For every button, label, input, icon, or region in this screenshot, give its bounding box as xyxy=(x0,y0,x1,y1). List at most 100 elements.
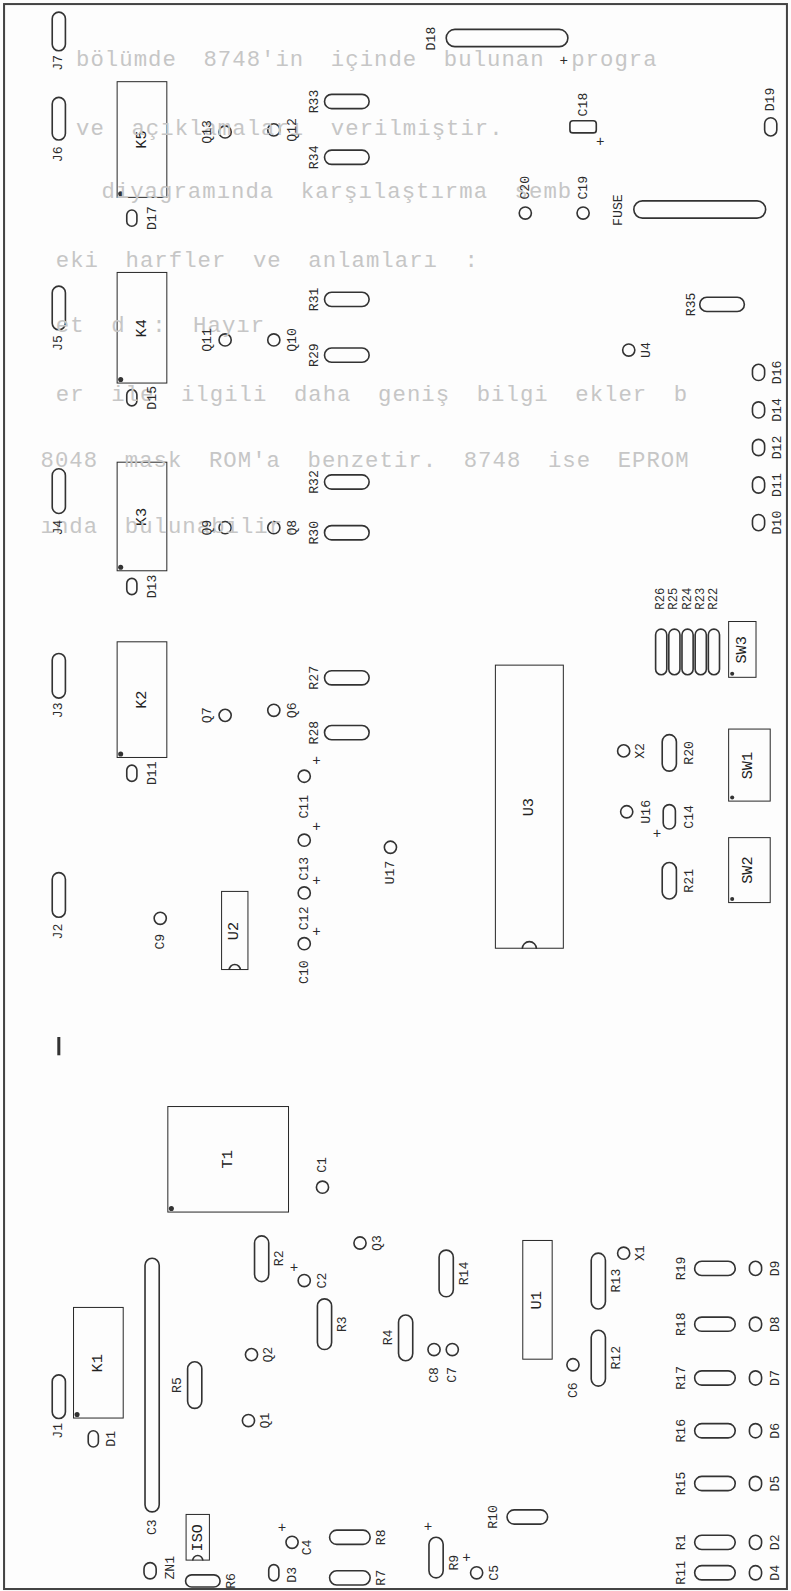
jumper-pad xyxy=(52,1375,65,1419)
transistor-pad xyxy=(245,1349,257,1361)
component-label: R25 xyxy=(668,588,680,610)
diode-symbol xyxy=(446,29,568,46)
component-label: D9 xyxy=(769,1260,782,1276)
component-label: D4 xyxy=(769,1565,782,1581)
component-label: C18 xyxy=(577,93,590,117)
pin-dot xyxy=(169,1206,174,1211)
component-label: R28 xyxy=(308,721,321,745)
capacitor-pad xyxy=(298,834,310,846)
jumper-pad xyxy=(52,469,65,514)
component-label: Q3 xyxy=(371,1235,384,1251)
component-name: K1 xyxy=(91,1354,106,1372)
component-name: SW3 xyxy=(735,636,750,663)
resistor-symbol xyxy=(255,1236,269,1282)
component-outline: U3 xyxy=(495,665,564,949)
resistor-symbol xyxy=(186,1575,220,1587)
component-label: J6 xyxy=(52,146,65,162)
component-outline: U2 xyxy=(221,891,248,970)
component-outline: SW2 xyxy=(728,837,771,903)
resistor-symbol xyxy=(325,475,370,489)
component-label: R4 xyxy=(382,1329,395,1345)
component-label: C10 xyxy=(298,960,311,984)
component-label: J1 xyxy=(52,1423,65,1439)
resistor-symbol xyxy=(700,297,745,311)
resistor-symbol xyxy=(695,1535,736,1549)
component-outline: U1 xyxy=(522,1240,552,1360)
jumper-pad xyxy=(52,12,65,51)
component-label: R34 xyxy=(308,145,321,169)
bleed-through-text: ında bulunabilir. xyxy=(41,516,298,538)
led-symbol xyxy=(749,1566,761,1580)
capacitor-symbol xyxy=(570,121,596,133)
resistor-symbol xyxy=(695,629,706,675)
component-label: R1 xyxy=(675,1534,688,1550)
capacitor-pad xyxy=(316,1181,328,1193)
pin-dot xyxy=(118,751,123,756)
resistor-symbol xyxy=(591,1330,605,1386)
transistor-pad xyxy=(354,1237,366,1249)
polarity-mark: + xyxy=(462,1550,471,1564)
component-label: U4 xyxy=(639,342,652,358)
bleed-through-text: eki harfler ve anlamları : xyxy=(56,251,479,273)
component-label: R9 xyxy=(448,1555,461,1571)
component-pad xyxy=(621,806,633,818)
component-label: R5 xyxy=(171,1377,184,1393)
component-label: D13 xyxy=(146,575,159,599)
component-outline: SW1 xyxy=(728,729,771,802)
component-label: D19 xyxy=(764,88,777,112)
component-label: C11 xyxy=(298,795,311,819)
component-outline: K1 xyxy=(73,1307,124,1419)
board-border xyxy=(4,4,787,1589)
component-label: C12 xyxy=(298,906,311,930)
led-symbol xyxy=(765,118,777,136)
polarity-mark: + xyxy=(312,874,321,888)
component-label: R30 xyxy=(308,521,321,545)
transistor-pad xyxy=(268,334,280,346)
component-label: Q7 xyxy=(201,707,214,723)
component-label: R8 xyxy=(375,1529,388,1545)
component-label: C7 xyxy=(446,1367,459,1383)
transistor-pad xyxy=(242,1414,254,1426)
transistor-pad xyxy=(268,704,280,716)
resistor-symbol xyxy=(325,348,370,362)
component-label: X2 xyxy=(634,743,647,759)
component-label: D15 xyxy=(146,386,159,410)
resistor-symbol xyxy=(325,726,370,740)
crystal-pad xyxy=(618,745,630,757)
marker-tick xyxy=(57,1037,60,1055)
component-label: R33 xyxy=(308,90,321,114)
component-label: R27 xyxy=(308,666,321,690)
component-label: J4 xyxy=(52,520,65,536)
capacitor-pad xyxy=(471,1567,483,1579)
bleed-through-text: diyagramında karşılaştırma semb xyxy=(101,182,572,204)
resistor-symbol xyxy=(317,1299,331,1350)
led-symbol xyxy=(752,477,764,493)
resistor-symbol xyxy=(708,629,719,675)
component-label: R7 xyxy=(375,1570,388,1586)
component-label: D6 xyxy=(769,1423,782,1439)
component-label: Q8 xyxy=(285,520,298,536)
component-name: U1 xyxy=(530,1291,545,1309)
resistor-symbol xyxy=(325,671,370,685)
resistor-symbol xyxy=(669,629,680,675)
component-label: R3 xyxy=(336,1316,349,1332)
component-pad xyxy=(384,841,396,853)
component-label: R13 xyxy=(610,1269,623,1293)
polarity-mark: + xyxy=(424,1520,433,1534)
component-label: U17 xyxy=(384,861,397,885)
resistor-symbol xyxy=(325,150,370,164)
component-name: SW1 xyxy=(742,751,757,778)
resistor-symbol xyxy=(325,292,370,306)
component-name: U2 xyxy=(227,921,242,939)
resistor-symbol xyxy=(325,94,370,108)
jumper-pad xyxy=(52,97,65,140)
component-label: D2 xyxy=(769,1534,782,1550)
resistor-symbol xyxy=(662,862,676,899)
jumper-pad xyxy=(52,873,65,918)
diode-symbol xyxy=(269,1565,279,1581)
capacitor-pad xyxy=(519,207,531,219)
bleed-through-text: 8048 mask ROM'a benzetir. 8748 ise EPROM xyxy=(41,451,690,473)
component-label: R6 xyxy=(225,1573,238,1589)
component-label: R2 xyxy=(273,1250,286,1266)
resistor-symbol xyxy=(399,1315,413,1361)
